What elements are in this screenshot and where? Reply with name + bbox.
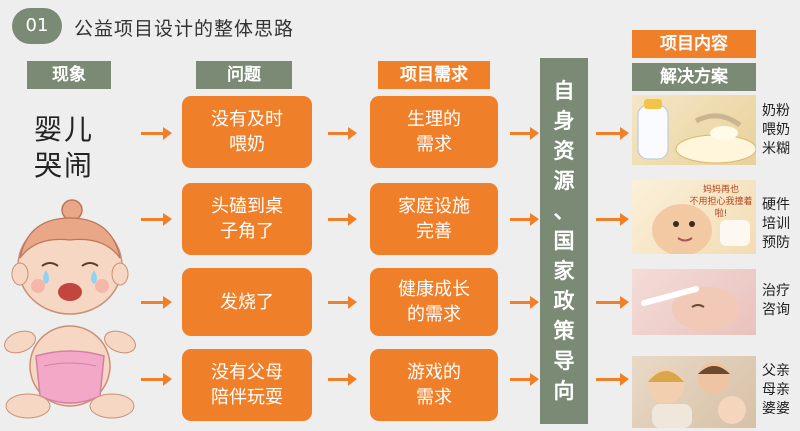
resources-policy-bar: 自 身 资 源 、 国 家 政 策 导 向 (540, 58, 588, 424)
resource-char: 策 (553, 319, 575, 343)
arrow-to-solution-1 (596, 127, 629, 140)
photo-caption: 妈妈再也 不用担心我撞着啦! (689, 185, 753, 219)
arrow-to-need-1 (328, 127, 357, 140)
arrow-to-problem-1 (141, 127, 172, 140)
problem-box-4: 没有父母 陪伴玩耍 (182, 349, 312, 421)
arrow-to-solution-4 (596, 373, 629, 386)
header-solution: 解决方案 (632, 63, 756, 91)
milk-powder-photo (632, 95, 756, 165)
problem-box-1: 没有及时 喂奶 (182, 96, 312, 168)
resource-char: 资 (553, 139, 575, 163)
arrow-to-problem-2 (141, 213, 172, 226)
arrow-to-need-2 (328, 213, 357, 226)
family-photo (632, 356, 756, 428)
resource-char: 自 (553, 79, 575, 103)
resource-char: 国 (553, 229, 575, 253)
arrow-to-solution-3 (596, 296, 629, 309)
solution-label-2: 硬件 培训 预防 (762, 197, 790, 251)
header-phenomenon: 现象 (27, 61, 111, 89)
header-problem: 问题 (196, 61, 292, 89)
solution-label-1: 奶粉 喂奶 米糊 (762, 103, 790, 157)
section-number-badge: 01 (12, 8, 62, 44)
resource-char: 源 (553, 169, 575, 193)
arrow-to-resources-4 (510, 373, 539, 386)
arrow-to-solution-2 (596, 213, 629, 226)
problem-box-3: 发烧了 (182, 268, 312, 336)
solution-label-3: 治疗 咨询 (762, 283, 790, 318)
page-title: 公益项目设计的整体思路 (74, 18, 295, 40)
resource-char: 向 (553, 379, 575, 403)
arrow-to-resources-1 (510, 127, 539, 140)
phenomenon-label: 婴儿 哭闹 (34, 113, 95, 182)
baby-safety-photo: 妈妈再也 不用担心我撞着啦! (632, 180, 756, 254)
solution-label-4: 父亲 母亲 婆婆 (762, 363, 790, 417)
resource-char: 政 (553, 289, 575, 313)
arrow-to-resources-2 (510, 213, 539, 226)
arrow-to-problem-4 (141, 373, 172, 386)
resource-char: 导 (553, 349, 575, 373)
resource-char: 家 (553, 259, 575, 283)
arrow-to-need-4 (328, 373, 357, 386)
arrow-to-problem-3 (141, 296, 172, 309)
arrow-to-need-3 (328, 296, 357, 309)
need-box-2: 家庭设施 完善 (370, 183, 498, 255)
resource-char: 、 (553, 199, 575, 223)
need-box-3: 健康成长 的需求 (370, 268, 498, 336)
need-box-4: 游戏的 需求 (370, 349, 498, 421)
arrow-to-resources-3 (510, 296, 539, 309)
header-need: 项目需求 (378, 61, 490, 89)
header-content: 项目内容 (632, 30, 756, 58)
problem-box-2: 头磕到桌 子角了 (182, 183, 312, 255)
resource-char: 身 (553, 109, 575, 133)
medical-care-photo (632, 269, 756, 335)
crying-baby-illustration (4, 199, 136, 419)
need-box-1: 生理的 需求 (370, 96, 498, 168)
